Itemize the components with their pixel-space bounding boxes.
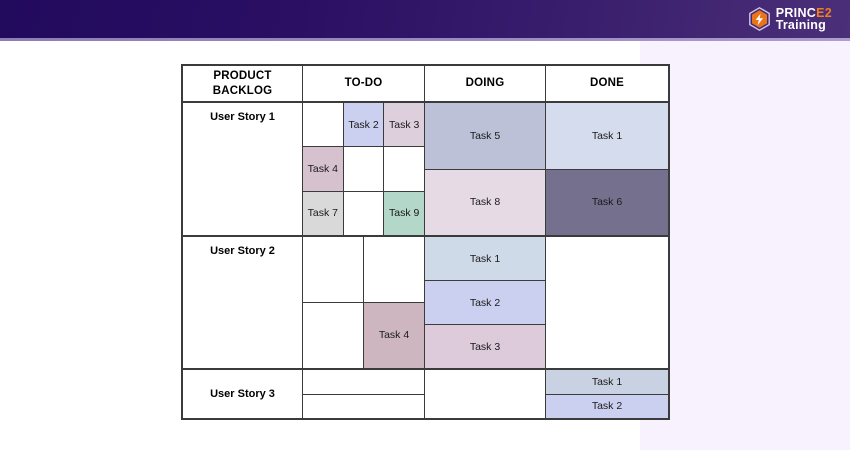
task-card-empty[interactable] bbox=[342, 191, 384, 235]
logo-text-prince: PRINC bbox=[775, 5, 817, 20]
todo-cell-story-2: Task 4 bbox=[303, 237, 425, 368]
doing-stack-story-1: Task 5 Task 8 bbox=[425, 103, 545, 235]
task-card-empty[interactable] bbox=[342, 147, 384, 191]
task-card[interactable]: Task 4 bbox=[303, 147, 343, 191]
todo-cell-story-1: Task 2 Task 3 Task 4 Task 7 Task 9 bbox=[303, 103, 425, 235]
task-card[interactable]: Task 3 bbox=[425, 324, 545, 368]
task-card-empty[interactable] bbox=[303, 237, 363, 302]
task-card-empty[interactable] bbox=[383, 147, 424, 191]
logo-text-e2: E2 bbox=[816, 5, 832, 20]
task-card[interactable]: Task 7 bbox=[303, 191, 343, 235]
column-header-doing: DOING bbox=[425, 66, 546, 101]
done-cell-story-1: Task 1 Task 6 bbox=[546, 103, 668, 235]
task-card-empty[interactable] bbox=[303, 393, 424, 419]
brand-header-underline bbox=[0, 38, 850, 41]
task-card[interactable]: Task 9 bbox=[383, 191, 425, 235]
kanban-board-table: PRODUCT BACKLOG TO-DO DOING DONE User St… bbox=[181, 64, 670, 420]
task-card[interactable]: Task 2 bbox=[342, 103, 384, 147]
todo-cell-story-3 bbox=[303, 370, 425, 418]
task-card-empty[interactable] bbox=[303, 303, 363, 368]
todo-grid-story-2: Task 4 bbox=[303, 237, 424, 368]
doing-cell-story-2: Task 1 Task 2 Task 3 bbox=[425, 237, 546, 368]
task-card-empty[interactable] bbox=[363, 237, 424, 302]
task-card[interactable]: Task 3 bbox=[383, 103, 425, 147]
task-card[interactable]: Task 2 bbox=[546, 393, 668, 418]
task-card-empty[interactable] bbox=[303, 370, 424, 394]
board-row-user-story-3: User Story 3 Task 1 Task 2 bbox=[183, 370, 668, 418]
todo-grid-row: Task 7 Task 9 bbox=[303, 190, 425, 235]
logo-line-prince2: PRINCE2 bbox=[775, 5, 832, 20]
task-card[interactable]: Task 5 bbox=[425, 103, 545, 169]
task-card[interactable]: Task 1 bbox=[425, 237, 545, 280]
todo-grid-story-1: Task 2 Task 3 Task 4 Task 7 Task 9 bbox=[303, 103, 425, 235]
doing-cell-story-3[interactable] bbox=[425, 370, 546, 418]
task-card[interactable]: Task 1 bbox=[546, 370, 668, 394]
header-backlog-line2: BACKLOG bbox=[212, 84, 273, 97]
board-header-row: PRODUCT BACKLOG TO-DO DOING DONE bbox=[183, 66, 668, 103]
logo-wordmark: PRINCE2 Training bbox=[775, 5, 832, 32]
story-label-2: User Story 2 bbox=[183, 237, 303, 368]
column-header-todo: TO-DO bbox=[303, 66, 425, 101]
todo-grid-row: Task 4 bbox=[303, 302, 424, 368]
task-card[interactable]: Task 2 bbox=[425, 280, 545, 324]
done-stack-story-1: Task 1 Task 6 bbox=[546, 103, 668, 235]
todo-grid-row: Task 4 bbox=[303, 146, 424, 191]
doing-cell-story-1: Task 5 Task 8 bbox=[425, 103, 546, 235]
todo-stack-story-3 bbox=[303, 370, 424, 418]
done-stack-story-3: Task 1 Task 2 bbox=[546, 370, 668, 418]
column-header-done: DONE bbox=[589, 77, 625, 90]
todo-grid-row bbox=[303, 237, 424, 302]
header-backlog-line1: PRODUCT bbox=[213, 70, 272, 83]
task-card[interactable]: Task 4 bbox=[363, 303, 424, 368]
logo-line-training: Training bbox=[775, 18, 826, 32]
done-cell-story-3: Task 1 Task 2 bbox=[546, 370, 668, 418]
board-row-user-story-1: User Story 1 Task 2 Task 3 Task 4 Task 7 bbox=[183, 103, 668, 237]
hexagon-bolt-icon bbox=[748, 6, 770, 32]
column-header-product-backlog: PRODUCT BACKLOG bbox=[183, 66, 303, 101]
brand-header-bar: PRINCE2 Training bbox=[0, 0, 850, 38]
story-label-1: User Story 1 bbox=[183, 103, 303, 235]
story-label-3: User Story 3 bbox=[183, 370, 303, 418]
task-card[interactable]: Task 1 bbox=[546, 103, 668, 169]
board-row-user-story-2: User Story 2 Task 4 Task 1 Task 2 bbox=[183, 237, 668, 370]
done-cell-story-2[interactable] bbox=[546, 237, 668, 368]
todo-grid-row: Task 2 Task 3 bbox=[303, 103, 425, 147]
prince2-training-logo: PRINCE2 Training bbox=[748, 5, 832, 32]
task-card-empty[interactable] bbox=[303, 103, 343, 146]
task-card[interactable]: Task 8 bbox=[425, 168, 545, 235]
doing-stack-story-2: Task 1 Task 2 Task 3 bbox=[425, 237, 545, 368]
task-card[interactable]: Task 6 bbox=[546, 168, 668, 235]
